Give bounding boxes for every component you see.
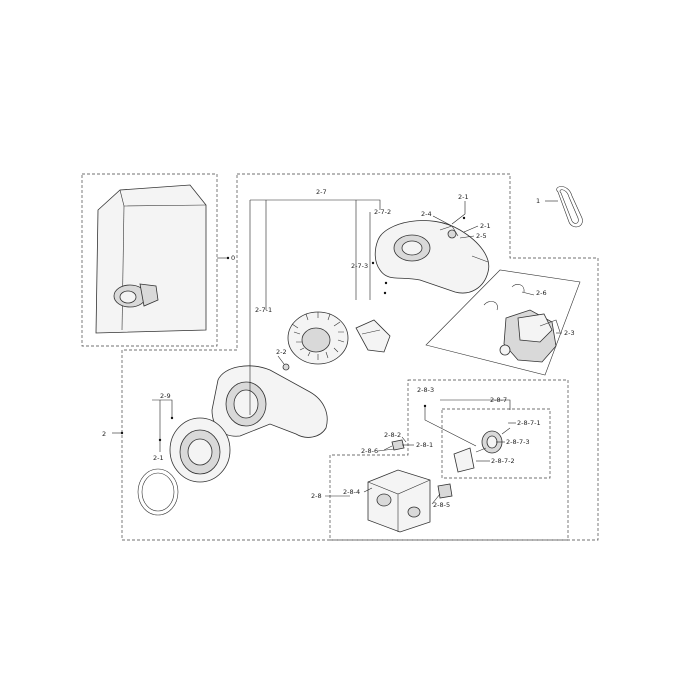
front-panel-icon xyxy=(169,417,231,483)
label-2-8-7-2: 2-8-7-2 xyxy=(491,457,515,465)
label-0: 0 xyxy=(231,254,235,262)
label-2-7: 2-7 xyxy=(316,188,327,196)
blower-housing-icon xyxy=(374,220,490,294)
duct-housing-icon xyxy=(211,365,328,438)
belt-icon xyxy=(556,186,583,228)
label-2-8-1: 2-8-1 xyxy=(416,441,433,449)
label-2-1-mid: 2-1 xyxy=(480,222,491,230)
label-2-8-7: 2-8-7 xyxy=(490,396,507,404)
sensor-assembly-icon xyxy=(453,427,511,473)
label-2-7-1: 2-7-1 xyxy=(255,306,272,314)
motor-icon xyxy=(499,309,561,363)
label-2-3: 2-3 xyxy=(564,329,575,337)
label-1: 1 xyxy=(536,197,540,205)
assembly-2-boundary xyxy=(121,173,599,541)
label-2-1-left: 2-1 xyxy=(153,454,164,462)
bracket-assembly-icon xyxy=(367,469,453,533)
label-2-8: 2-8 xyxy=(311,492,322,500)
label-2-4: 2-4 xyxy=(421,210,432,218)
clip-icon xyxy=(483,283,525,311)
leader-lines xyxy=(112,199,562,505)
label-2-8-6: 2-8-6 xyxy=(361,447,378,455)
assembly-2-8-boundary xyxy=(329,379,569,541)
cabinet-assembly-icon xyxy=(95,184,207,334)
marker-dots xyxy=(120,216,466,442)
callout-panel-2-3 xyxy=(425,269,581,376)
assembly-2-8-7-boundary xyxy=(441,408,551,479)
label-2-8-7-1: 2-8-7-1 xyxy=(517,419,541,427)
label-2-7-2: 2-7-2 xyxy=(374,208,391,216)
label-2-2: 2-2 xyxy=(276,348,287,356)
impeller-icon xyxy=(287,311,349,365)
label-2-1-top: 2-1 xyxy=(458,193,469,201)
label-2-6: 2-6 xyxy=(536,289,547,297)
label-2-8-3: 2-8-3 xyxy=(417,386,434,394)
label-2-5: 2-5 xyxy=(476,232,487,240)
switch-part-icon xyxy=(383,439,405,451)
label-2-8-7-3: 2-8-7-3 xyxy=(506,438,530,446)
screw-2-2-icon xyxy=(282,363,290,371)
label-2-9: 2-9 xyxy=(160,392,171,400)
label-2-8-2: 2-8-2 xyxy=(384,431,401,439)
label-2: 2 xyxy=(102,430,106,438)
label-2-8-5: 2-8-5 xyxy=(433,501,450,509)
label-2-8-4: 2-8-4 xyxy=(343,488,360,496)
label-2-7-3: 2-7-3 xyxy=(351,262,368,270)
gasket-ring-icon xyxy=(137,468,179,516)
assembly-0-boundary xyxy=(81,173,218,347)
duct-icon xyxy=(355,319,391,353)
